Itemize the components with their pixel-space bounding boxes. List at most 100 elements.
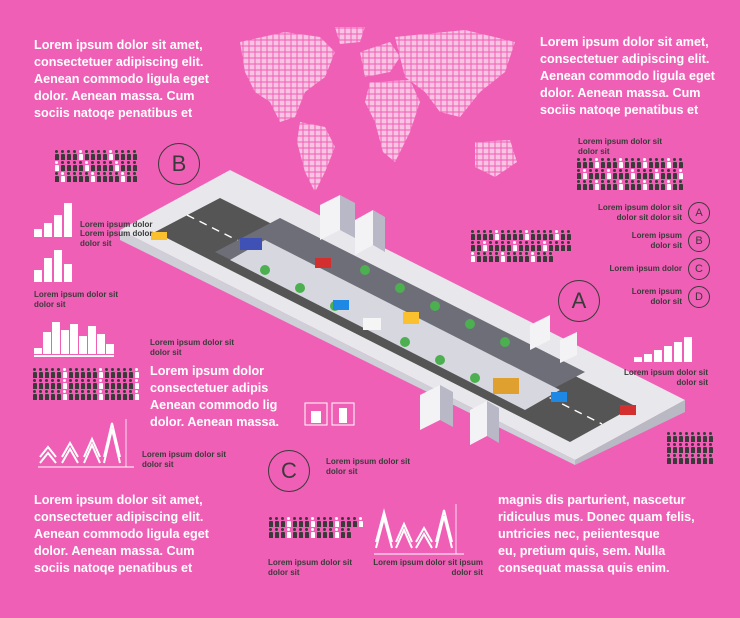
option-text: Lorem ipsum dolor	[609, 264, 682, 273]
person-icon	[102, 172, 107, 182]
paragraph-bottom-left: Lorem ipsum dolor sit amet, consectetuer…	[34, 493, 209, 575]
arrow-chart-left	[38, 419, 134, 468]
person-icon	[304, 528, 309, 538]
person-icon	[358, 517, 363, 527]
person-icon	[298, 528, 303, 538]
person-icon	[624, 180, 629, 190]
person-icon	[636, 158, 641, 168]
person-icon	[488, 230, 493, 240]
person-icon	[54, 172, 59, 182]
person-icon	[690, 443, 695, 453]
person-icon	[530, 252, 535, 262]
person-icon	[708, 432, 713, 442]
person-icon	[684, 432, 689, 442]
caption-bottom-people: Lorem ipsum dolor sit dolor sit	[268, 558, 353, 577]
person-icon	[576, 158, 581, 168]
bar-chart-right	[634, 337, 692, 362]
person-icon	[482, 241, 487, 251]
person-icon	[286, 528, 291, 538]
person-icon	[672, 169, 677, 179]
person-icon	[98, 368, 103, 378]
person-icon	[56, 368, 61, 378]
person-icon	[44, 390, 49, 400]
person-icon	[90, 150, 95, 160]
badge-c: C	[268, 450, 310, 492]
person-icon	[506, 230, 511, 240]
person-icon	[90, 161, 95, 171]
person-icon	[548, 241, 553, 251]
person-icon	[702, 454, 707, 464]
person-icon	[588, 180, 593, 190]
person-icon	[548, 230, 553, 240]
person-icon	[488, 241, 493, 251]
person-icon	[696, 432, 701, 442]
person-icon	[702, 443, 707, 453]
person-icon	[678, 158, 683, 168]
person-icon	[90, 172, 95, 182]
person-icon	[60, 150, 65, 160]
person-icon	[576, 180, 581, 190]
person-icon	[92, 390, 97, 400]
person-icon	[666, 454, 671, 464]
person-icon	[108, 172, 113, 182]
person-icon	[96, 161, 101, 171]
person-icon	[678, 180, 683, 190]
person-icon	[86, 368, 91, 378]
person-icon	[606, 180, 611, 190]
people-group-b	[54, 150, 142, 182]
person-icon	[86, 390, 91, 400]
person-icon	[642, 158, 647, 168]
person-icon	[660, 169, 665, 179]
person-icon	[672, 443, 677, 453]
person-icon	[654, 158, 659, 168]
caption-left-chart2: Lorem ipsum dolor sit dolor sit	[34, 290, 119, 309]
person-icon	[274, 517, 279, 527]
person-icon	[548, 252, 553, 262]
person-icon	[304, 517, 309, 527]
person-icon	[72, 150, 77, 160]
person-icon	[310, 528, 315, 538]
person-icon	[128, 379, 133, 389]
person-icon	[536, 252, 541, 262]
person-icon	[104, 368, 109, 378]
person-icon	[696, 454, 701, 464]
person-icon	[126, 172, 131, 182]
person-icon	[54, 161, 59, 171]
person-icon	[86, 379, 91, 389]
person-icon	[582, 169, 587, 179]
person-icon	[684, 443, 689, 453]
person-icon	[32, 379, 37, 389]
person-icon	[334, 528, 339, 538]
person-icon	[470, 252, 475, 262]
person-icon	[666, 443, 671, 453]
person-icon	[560, 230, 565, 240]
person-icon	[672, 454, 677, 464]
person-icon	[274, 528, 279, 538]
person-icon	[660, 158, 665, 168]
person-icon	[104, 390, 109, 400]
person-icon	[44, 379, 49, 389]
person-icon	[512, 230, 517, 240]
person-icon	[96, 150, 101, 160]
person-icon	[630, 158, 635, 168]
person-icon	[54, 150, 59, 160]
person-icon	[560, 241, 565, 251]
person-icon	[316, 528, 321, 538]
person-icon	[292, 517, 297, 527]
person-icon	[594, 180, 599, 190]
person-icon	[110, 390, 115, 400]
person-icon	[322, 517, 327, 527]
person-icon	[62, 390, 67, 400]
person-icon	[666, 158, 671, 168]
person-icon	[66, 172, 71, 182]
person-icon	[524, 252, 529, 262]
person-icon	[114, 161, 119, 171]
caption-center-left: Lorem ipsum dolor sit dolor sit	[150, 338, 235, 357]
people-group-right-bottom	[666, 432, 718, 464]
person-icon	[582, 158, 587, 168]
person-icon	[500, 241, 505, 251]
person-icon	[612, 169, 617, 179]
person-icon	[612, 158, 617, 168]
person-icon	[654, 169, 659, 179]
person-icon	[672, 180, 677, 190]
